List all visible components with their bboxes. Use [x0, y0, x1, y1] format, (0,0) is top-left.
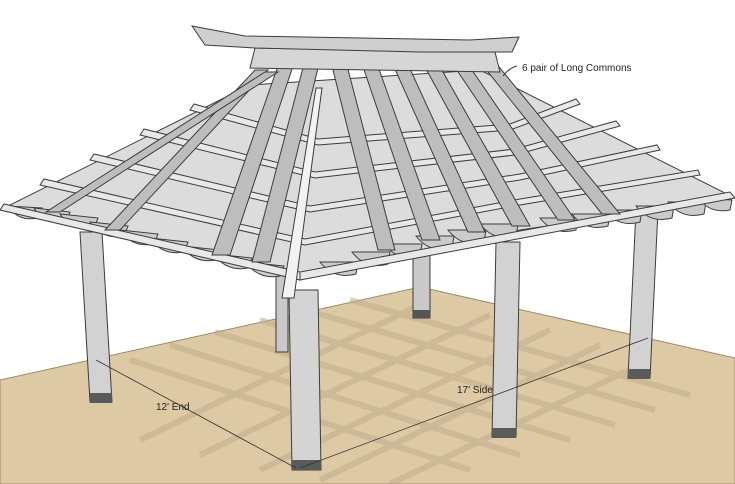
- commons-label: 6 pair of Long Commons: [522, 63, 632, 74]
- hip-rafter-front: [281, 87, 323, 299]
- ridge-cap: [190, 25, 520, 53]
- commons-leader: [502, 65, 518, 77]
- roof-rafters: [44, 57, 622, 263]
- side-dimension-label: 17' Side: [457, 385, 493, 396]
- post-back-center: [412, 254, 431, 319]
- front-posts: [79, 209, 659, 471]
- post-front-right: [491, 241, 521, 438]
- dimension-side: 17' Side: [299, 337, 649, 469]
- end-dimension-label: 12' End: [156, 402, 190, 413]
- dimension-end: 12' End: [95, 359, 297, 469]
- post-front-center: [288, 289, 322, 471]
